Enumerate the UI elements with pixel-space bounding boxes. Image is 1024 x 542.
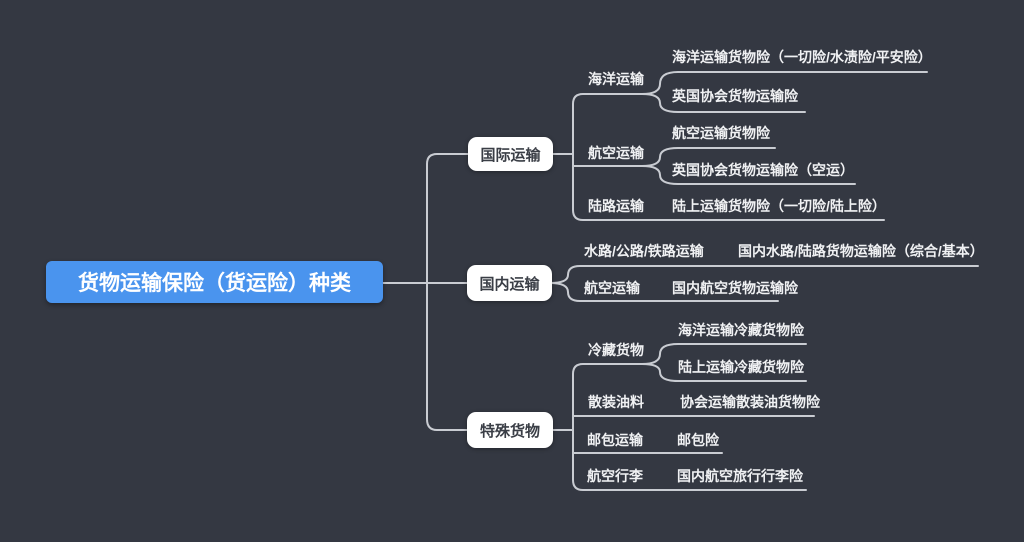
node-bulk-oil[interactable]: 散装油料 — [588, 394, 644, 410]
leaf-parcel-insurance[interactable]: 邮包险 — [677, 432, 719, 448]
node-ocean-transport[interactable]: 海洋运输 — [588, 71, 644, 87]
connector — [641, 71, 928, 95]
node-land-transport[interactable]: 陆路运输 — [588, 198, 644, 214]
node-refrigerated-cargo[interactable]: 冷藏货物 — [588, 342, 644, 358]
leaf-ocean-refrigerated-cargo-insurance[interactable]: 海洋运输冷藏货物险 — [678, 322, 804, 338]
leaf-domestic-waterway-land-cargo-insurance[interactable]: 国内水路/陆路货物运输险（综合/基本） — [738, 243, 984, 259]
leaf-ocean-cargo-insurance[interactable]: 海洋运输货物险（一切险/水渍险/平安险） — [672, 49, 932, 65]
node-special-cargo[interactable]: 特殊货物 — [467, 412, 553, 448]
connector — [572, 363, 647, 431]
leaf-land-refrigerated-cargo-insurance[interactable]: 陆上运输冷藏货物险 — [678, 359, 804, 375]
connector — [641, 343, 807, 365]
leaf-domestic-air-cargo-insurance[interactable]: 国内航空货物运输险 — [672, 280, 798, 296]
connector — [426, 282, 468, 431]
connector — [549, 282, 779, 302]
connector — [641, 165, 856, 185]
node-air-transport[interactable]: 航空运输 — [588, 145, 644, 161]
leaf-domestic-air-travel-luggage-insurance[interactable]: 国内航空旅行行李险 — [677, 468, 803, 484]
leaf-air-cargo-insurance[interactable]: 航空运输货物险 — [672, 125, 770, 141]
connector — [641, 93, 806, 113]
leaf-uk-institute-cargo-insurance[interactable]: 英国协会货物运输险 — [672, 88, 798, 104]
node-air-luggage[interactable]: 航空行李 — [587, 468, 643, 484]
leaf-uk-institute-cargo-insurance-air[interactable]: 英国协会货物运输险（空运） — [672, 162, 854, 178]
connector — [549, 265, 979, 284]
node-air-transport-domestic[interactable]: 航空运输 — [584, 280, 640, 296]
node-parcel-post[interactable]: 邮包运输 — [587, 432, 643, 448]
connector — [572, 153, 885, 221]
node-domestic-transport[interactable]: 国内运输 — [467, 265, 552, 301]
leaf-institute-bulk-oil-cargo-insurance[interactable]: 协会运输散装油货物险 — [680, 394, 820, 410]
node-waterway-road-railway-transport[interactable]: 水路/公路/铁路运输 — [584, 243, 704, 259]
node-international-transport[interactable]: 国际运输 — [468, 137, 553, 171]
connector — [572, 93, 647, 155]
connector — [572, 429, 807, 491]
root-node[interactable]: 货物运输保险（货运险）种类 — [46, 261, 383, 303]
connector — [426, 153, 469, 284]
connector — [641, 363, 807, 382]
connector — [641, 147, 776, 167]
leaf-land-cargo-insurance[interactable]: 陆上运输货物险（一切险/陆上险） — [672, 198, 886, 214]
